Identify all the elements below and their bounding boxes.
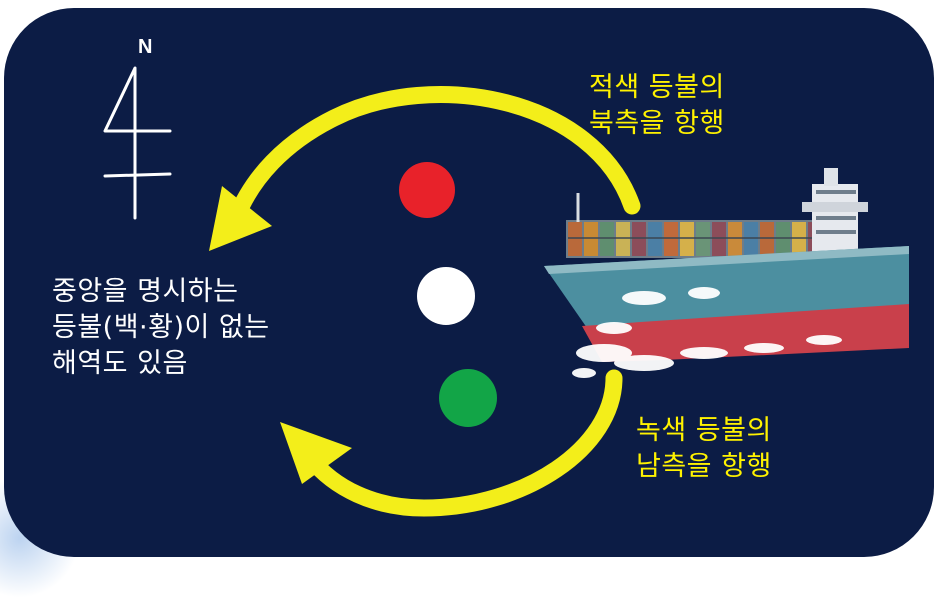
diagram-graphics bbox=[103, 66, 909, 517]
note-line-1: 중앙을 명시하는 bbox=[52, 276, 239, 307]
north-compass-icon bbox=[103, 66, 172, 220]
diagram-panel: N 적색 등불의 북측을 항행 중앙을 명시하는 등불(백·황)이 없는 해역도… bbox=[4, 8, 934, 557]
container-ship bbox=[544, 168, 909, 378]
red-route-caption: 적색 등불의 북측을 항행 bbox=[589, 70, 725, 142]
red-route-line-1: 적색 등불의 bbox=[589, 72, 725, 103]
note-line-3: 해역도 있음 bbox=[52, 348, 188, 379]
red-route-line-2: 북측을 항행 bbox=[589, 108, 725, 139]
green-route-caption: 녹색 등불의 남측을 항행 bbox=[636, 413, 772, 485]
white-light bbox=[417, 267, 475, 325]
south-route-arrow bbox=[280, 369, 623, 517]
green-route-line-2: 남측을 항행 bbox=[636, 451, 772, 482]
green-light bbox=[439, 369, 497, 427]
north-route-arrow bbox=[209, 86, 641, 251]
green-route-line-1: 녹색 등불의 bbox=[636, 415, 772, 446]
note-caption: 중앙을 명시하는 등불(백·황)이 없는 해역도 있음 bbox=[52, 274, 270, 382]
note-line-2: 등불(백·황)이 없는 bbox=[52, 312, 270, 343]
compass-north-label: N bbox=[138, 36, 153, 58]
red-light bbox=[399, 162, 455, 218]
